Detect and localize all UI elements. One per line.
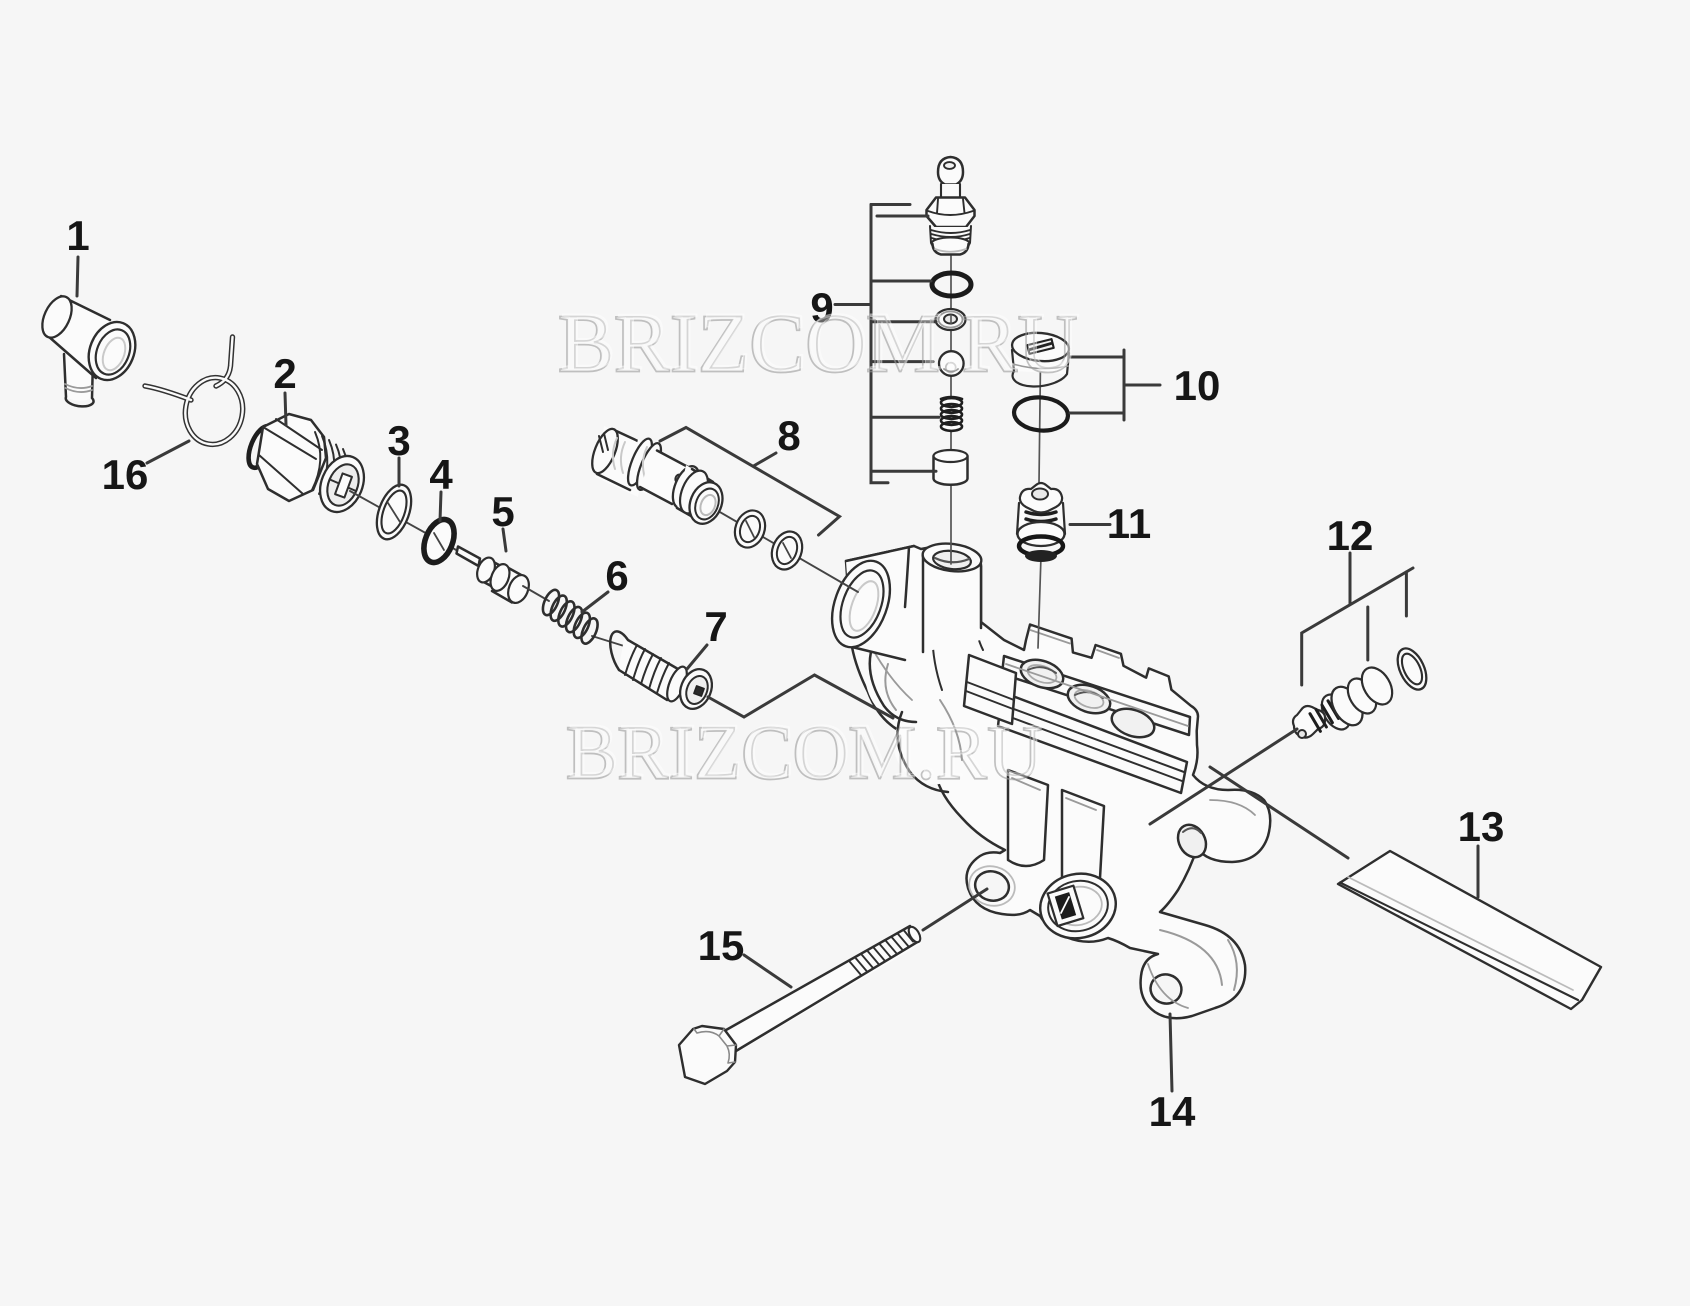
- svg-text:BRIZCOM.RU: BRIZCOM.RU: [558, 298, 1078, 391]
- svg-text:12: 12: [1327, 512, 1374, 559]
- svg-text:10: 10: [1174, 362, 1221, 409]
- svg-text:BRIZCOM.RU: BRIZCOM.RU: [568, 707, 1045, 793]
- svg-text:14: 14: [1149, 1088, 1196, 1135]
- svg-text:BRIZCOM.RU: BRIZCOM.RU: [560, 295, 1080, 388]
- svg-text:16: 16: [102, 451, 149, 498]
- svg-text:3: 3: [387, 417, 410, 464]
- svg-text:7: 7: [704, 603, 727, 650]
- svg-text:11: 11: [1107, 500, 1151, 547]
- svg-text:13: 13: [1458, 803, 1505, 850]
- svg-text:BRIZCOM.RU: BRIZCOM.RU: [566, 710, 1043, 796]
- svg-text:9: 9: [810, 284, 833, 331]
- svg-text:8: 8: [777, 412, 800, 459]
- svg-text:2: 2: [273, 350, 296, 397]
- svg-text:5: 5: [491, 488, 514, 535]
- svg-text:15: 15: [698, 922, 745, 969]
- svg-text:1: 1: [66, 212, 89, 259]
- svg-text:4: 4: [429, 451, 453, 498]
- svg-text:6: 6: [605, 552, 628, 599]
